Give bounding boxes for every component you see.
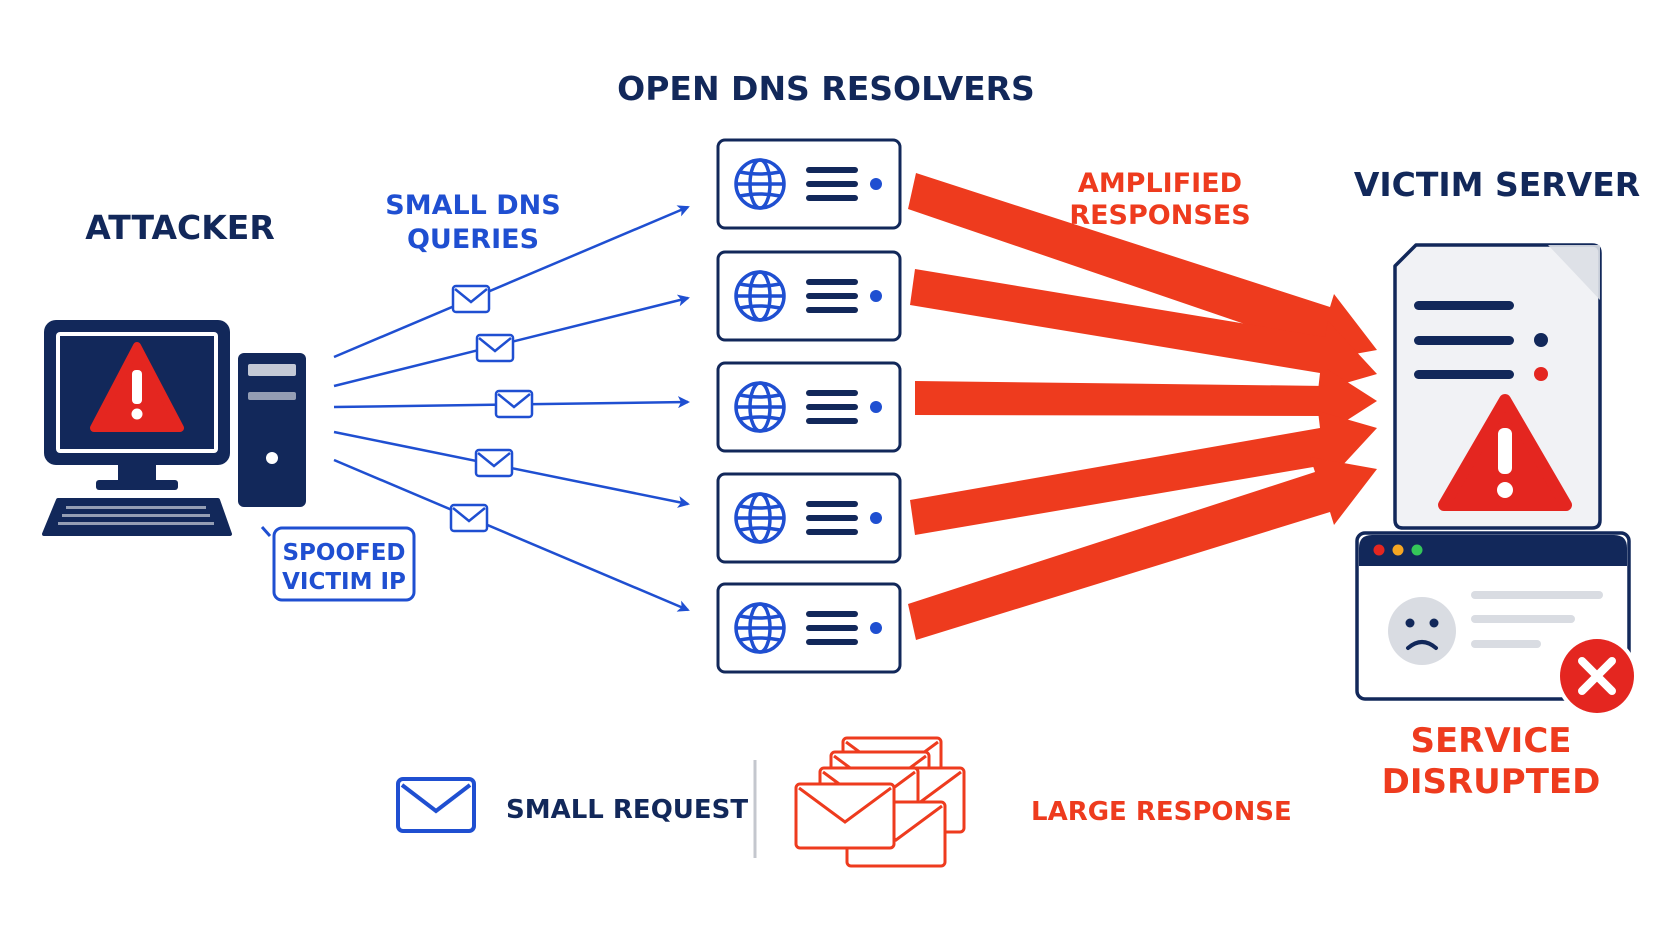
queries-label-line2: QUERIES: [407, 224, 539, 255]
globe-icon: [734, 492, 786, 544]
query-envelopes: [449, 284, 534, 533]
response-arrows: [908, 173, 1377, 640]
resolvers-title: OPEN DNS RESOLVERS: [617, 69, 1035, 108]
legend-large-response: LARGE RESPONSE: [1031, 797, 1292, 827]
envelope-icon: [451, 284, 491, 314]
response-arrow-5: [908, 457, 1377, 640]
globe-icon: [734, 381, 786, 433]
resolver-server-2: [716, 250, 902, 342]
queries-label-line1: SMALL DNS: [385, 190, 560, 221]
service-disrupted-line2: DISRUPTED: [1382, 762, 1601, 802]
globe-icon: [734, 270, 786, 322]
resolver-stack: [716, 138, 902, 674]
response-arrow-3: [915, 369, 1377, 433]
query-arrow-1: [333, 205, 690, 359]
resolver-server-4: [716, 472, 902, 564]
response-arrow-4: [910, 411, 1377, 535]
resolver-server-1: [716, 138, 902, 230]
spoofed-line2: VICTIM IP: [282, 569, 406, 595]
amplified-label-line2: RESPONSES: [1069, 200, 1250, 231]
service-disrupted-line1: SERVICE: [1410, 721, 1571, 761]
error-window: [1355, 531, 1638, 717]
legend: SMALL REQUEST LARGE RESPONSE: [396, 736, 1292, 868]
globe-icon: [734, 602, 786, 654]
envelope-stack-icon: [794, 736, 966, 868]
envelope-icon: [474, 448, 514, 478]
globe-icon: [734, 158, 786, 210]
sad-face-icon: [1388, 597, 1456, 665]
query-arrow-5: [333, 458, 690, 612]
envelope-icon: [475, 333, 515, 363]
envelope-icon: [449, 503, 489, 533]
attacker-label: ATTACKER: [85, 208, 274, 247]
resolver-server-3: [716, 361, 902, 453]
resolver-server-5: [716, 582, 902, 674]
amplified-label-line1: AMPLIFIED: [1078, 168, 1242, 199]
victim-server-icon: [1393, 243, 1602, 530]
legend-small-request: SMALL REQUEST: [506, 795, 748, 825]
envelope-icon: [396, 777, 476, 833]
response-arrow-1: [908, 173, 1377, 362]
spoofed-line1: SPOOFED: [282, 540, 405, 566]
close-circle-icon: [1556, 635, 1638, 717]
victim-label: VICTIM SERVER: [1354, 165, 1640, 204]
envelope-icon: [494, 389, 534, 419]
spoofed-ip-badge: SPOOFED VICTIM IP: [260, 526, 416, 602]
response-arrow-2: [910, 269, 1377, 391]
warning-icon: [1438, 394, 1572, 511]
attacker-computer-icon: [42, 320, 306, 536]
